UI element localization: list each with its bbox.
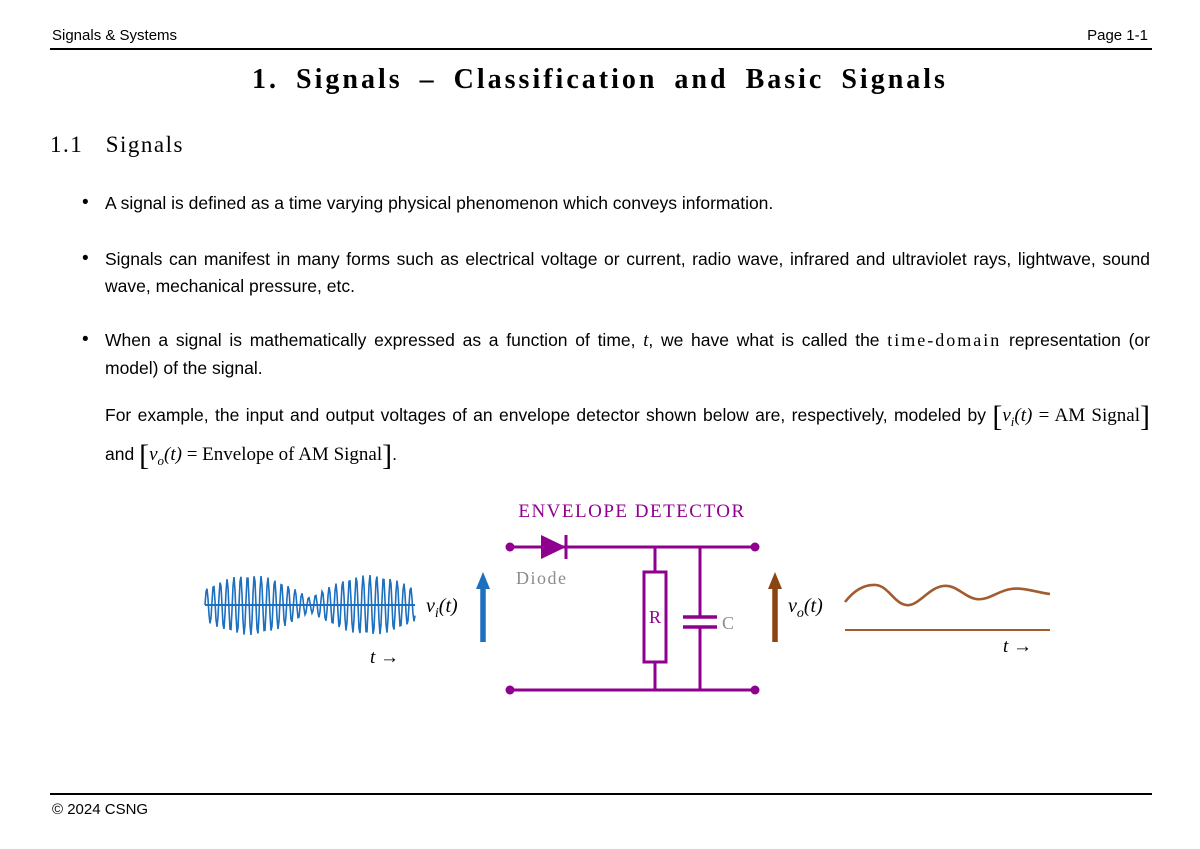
bullet-item-2: • Signals can manifest in many forms suc… bbox=[80, 246, 1150, 300]
envelope-detector-figure: ENVELOPE DETECTOR t → vi(t) Diode R C vo… bbox=[204, 501, 1051, 695]
node-dot bbox=[505, 542, 515, 552]
header-divider bbox=[50, 48, 1152, 50]
time-domain-term: time-domain bbox=[887, 330, 1002, 350]
bullet-item-3: • When a signal is mathematically expres… bbox=[80, 327, 1150, 382]
page-title: 1. Signals – Classification and Basic Si… bbox=[252, 64, 948, 95]
am-signal-path bbox=[204, 575, 416, 635]
bullet-item-1: • A signal is defined as a time varying … bbox=[80, 190, 1150, 217]
bullet-marker: • bbox=[82, 248, 89, 269]
capacitor-label: C bbox=[722, 613, 736, 633]
example-period: . bbox=[392, 443, 397, 464]
resistor-label: R bbox=[649, 607, 661, 627]
input-voltage-arrowhead-icon bbox=[476, 572, 490, 589]
section-heading: 1.1 Signals bbox=[50, 132, 184, 157]
node-dot bbox=[750, 542, 760, 552]
example-connector: and bbox=[105, 443, 135, 464]
open-bracket: [ bbox=[139, 438, 150, 472]
time-variable: t bbox=[643, 331, 649, 351]
bullet-text: When a signal is mathematically expresse… bbox=[105, 330, 1150, 378]
input-time-axis-label: t → bbox=[370, 647, 399, 668]
close-bracket: ] bbox=[382, 438, 393, 472]
footer-divider bbox=[50, 793, 1152, 795]
vo-label: vo(t) bbox=[788, 595, 823, 621]
open-bracket: [ bbox=[992, 400, 1003, 433]
output-time-axis-label: t → bbox=[1003, 636, 1032, 657]
bullet-text: A signal is defined as a time varying ph… bbox=[105, 193, 774, 213]
example-paragraph: For example, the input and output voltag… bbox=[105, 399, 1150, 477]
diode-triangle-icon bbox=[541, 535, 566, 559]
output-voltage-arrowhead-icon bbox=[768, 572, 782, 589]
footer-copyright: © 2024 CSNG bbox=[52, 801, 149, 818]
diode-label: Diode bbox=[516, 568, 568, 588]
envelope-signal-path bbox=[843, 583, 1051, 607]
bullet-text: Signals can manifest in many forms such … bbox=[105, 249, 1150, 296]
close-bracket: ] bbox=[1140, 400, 1150, 433]
header-course-title: Signals & Systems bbox=[52, 27, 178, 44]
vo-expression: vo(t) = Envelope of AM Signal bbox=[149, 443, 383, 468]
bullet-marker: • bbox=[82, 192, 89, 213]
figure-title: ENVELOPE DETECTOR bbox=[518, 501, 745, 522]
vi-expression: vi(t) = AM Signal bbox=[1002, 405, 1140, 429]
node-dot bbox=[505, 685, 515, 695]
header-page-number: Page 1-1 bbox=[1087, 27, 1148, 44]
vi-label: vi(t) bbox=[426, 595, 458, 621]
bullet-marker: • bbox=[82, 329, 89, 350]
example-lead: For example, the input and output voltag… bbox=[105, 405, 986, 425]
node-dot bbox=[750, 685, 760, 695]
